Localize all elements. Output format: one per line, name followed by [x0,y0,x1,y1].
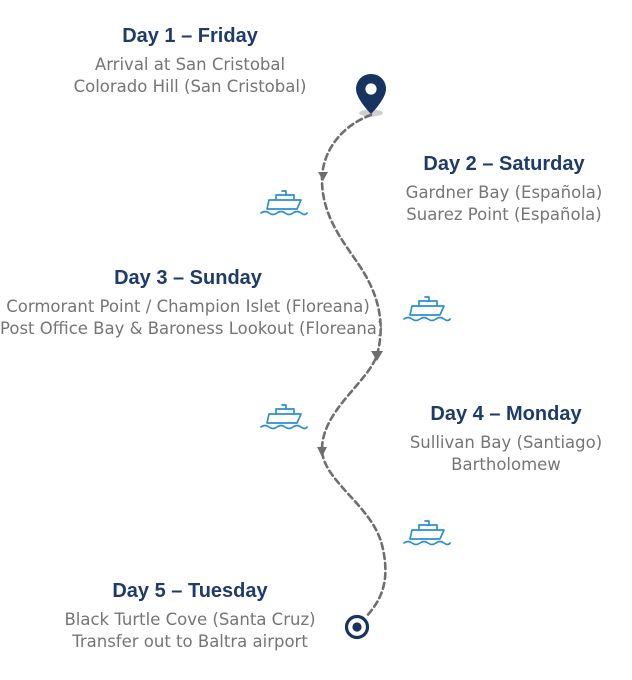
day-1-line-1: Arrival at San Cristobal [94,55,286,74]
day-4-line-2: Bartholomew [451,454,561,474]
day-3-title: Day 3 – Sunday [114,267,262,289]
day-4-title: Day 4 – Monday [430,403,582,425]
day-2-line-2: Suarez Point (Española) [406,204,602,224]
day-5-block: Day 5 – Tuesday Black Turtle Cove (Santa… [40,580,340,652]
day-1-title: Day 1 – Friday [122,25,258,47]
day-5-title: Day 5 – Tuesday [112,580,268,602]
ship-icon [403,520,451,546]
day-3-line-2: Post Office Bay & Baroness Lookout (Flor… [0,318,384,338]
map-pin-icon [356,74,386,114]
day-2-line-1: Gardner Bay (Española) [405,183,603,202]
ship-icon [403,296,451,322]
ship-icon [260,190,308,216]
day-3-line-1: Cormorant Point / Champion Islet (Florea… [6,297,370,316]
day-2-block: Day 2 – Saturday Gardner Bay (Española) … [374,153,632,225]
end-target-icon [344,614,370,640]
day-5-line-1: Black Turtle Cove (Santa Cruz) [64,610,316,629]
day-1-block: Day 1 – Friday Arrival at San Cristobal … [40,25,340,97]
day-3-block: Day 3 – Sunday Cormorant Point / Champio… [0,267,384,339]
ship-icon [260,404,308,430]
day-4-line-1: Sullivan Bay (Santiago) [409,433,603,452]
route-arrow-3 [317,447,327,457]
route-arrow-2 [371,351,383,361]
day-5-line-2: Transfer out to Baltra airport [72,631,308,651]
day-2-title: Day 2 – Saturday [423,153,585,175]
route-arrow-1 [318,172,328,181]
day-1-line-2: Colorado Hill (San Cristobal) [73,76,307,96]
day-4-block: Day 4 – Monday Sullivan Bay (Santiago) B… [384,403,628,475]
